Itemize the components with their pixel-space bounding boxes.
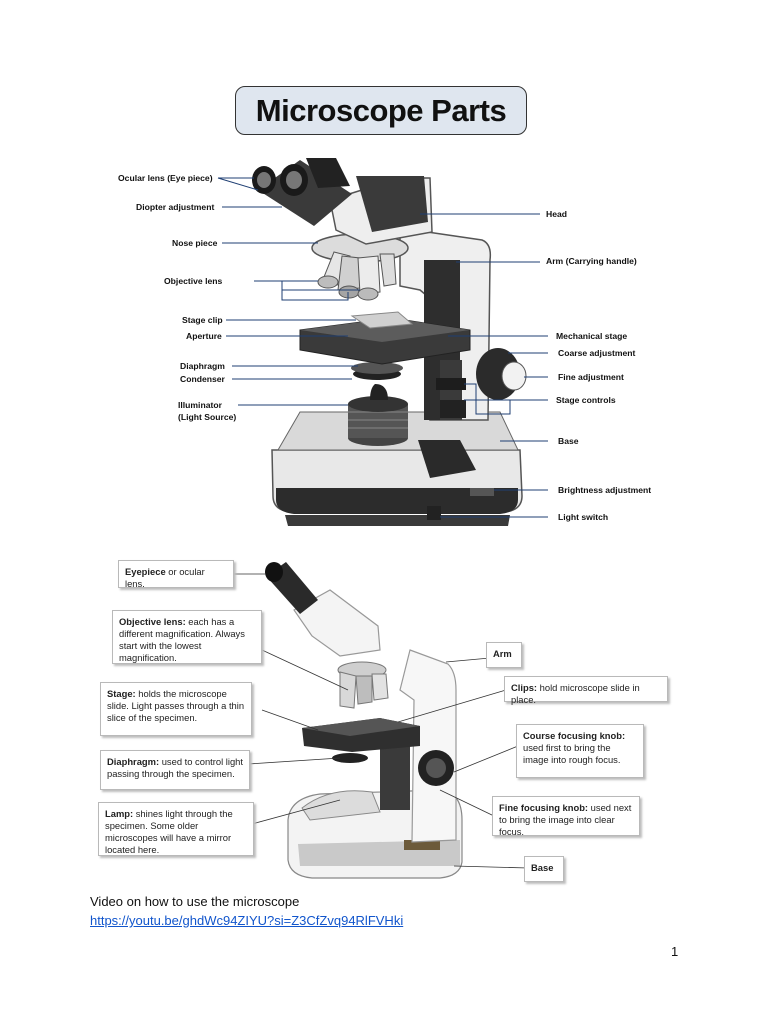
callout-arm: Arm	[486, 642, 522, 668]
callout-lamp-text: shines light through the specimen. Some …	[105, 808, 233, 855]
callout-objective-text: each has a different magnification. Alwa…	[119, 616, 245, 663]
label-objective-lens: Objective lens	[164, 276, 223, 286]
callout-course-text: used first to bring the image into rough…	[523, 742, 621, 765]
callout-stage-title: Stage:	[107, 688, 136, 699]
page-title: Microscope Parts	[255, 92, 507, 128]
label-base: Base	[558, 436, 579, 446]
label-coarse-adjustment: Coarse adjustment	[558, 348, 636, 358]
label-arm: Arm (Carrying handle)	[546, 256, 637, 266]
label-diopter-adjustment: Diopter adjustment	[136, 202, 215, 212]
callout-stage: Stage: holds the microscope slide. Light…	[100, 682, 252, 736]
label-illuminator: Illuminator	[178, 400, 222, 410]
labeled-microscope-illustration	[217, 158, 548, 526]
label-stage-controls: Stage controls	[556, 395, 616, 405]
label-stage-clip: Stage clip	[182, 315, 223, 325]
callout-clips-title: Clips:	[511, 682, 538, 693]
label-brightness-adjustment: Brightness adjustment	[558, 485, 652, 495]
callout-arm-title: Arm	[493, 648, 512, 659]
callout-diaphragm: Diaphragm: used to control light passing…	[100, 750, 250, 790]
label-condenser: Condenser	[180, 374, 225, 384]
label-ocular-lens: Ocular lens (Eye piece)	[118, 173, 213, 183]
callout-eyepiece-title: Eyepiece	[125, 566, 166, 577]
callout-eyepiece: Eyepiece or ocular lens.	[118, 560, 234, 589]
callout-eyepiece-text: or ocular lens.	[125, 566, 205, 589]
video-link[interactable]: https://youtu.be/ghdWc94ZIYU?si=Z3CfZvq9…	[90, 913, 404, 928]
callout-course-focusing-knob: Course focusing knob: used first to brin…	[516, 724, 644, 778]
label-diaphragm: Diaphragm	[180, 361, 225, 371]
page-number: 1	[671, 944, 679, 959]
callout-objective-title: Objective lens:	[119, 616, 186, 627]
callout-objective-lens: Objective lens: each has a different mag…	[112, 610, 262, 664]
callout-lamp: Lamp: shines light through the specimen.…	[98, 802, 254, 856]
callout-base: Base	[524, 856, 564, 882]
label-light-switch: Light switch	[558, 512, 609, 522]
label-fine-adjustment: Fine adjustment	[558, 372, 624, 382]
label-head: Head	[546, 209, 568, 219]
callout-fine-title: Fine focusing knob:	[499, 802, 589, 813]
callout-diaphragm-text: used to control light passing through th…	[107, 756, 243, 779]
label-mechanical-stage: Mechanical stage	[556, 331, 628, 341]
callout-lamp-title: Lamp:	[105, 808, 134, 819]
callout-diaphragm-title: Diaphragm:	[107, 756, 160, 767]
callout-base-title: Base	[531, 862, 554, 873]
label-nose-piece: Nose piece	[172, 238, 218, 248]
video-caption: Video on how to use the microscope	[90, 894, 300, 909]
callout-clips: Clips: hold microscope slide in place.	[504, 676, 668, 705]
label-aperture: Aperture	[186, 331, 222, 341]
callout-stage-text: holds the microscope slide. Light passes…	[107, 688, 245, 723]
callout-fine-text: used next to bring the image into clear …	[499, 802, 632, 837]
callout-clips-text: hold microscope slide in place.	[511, 682, 640, 705]
callout-fine-focusing-knob: Fine focusing knob: used next to bring t…	[492, 796, 640, 837]
title-box: Microscope Parts	[235, 86, 527, 135]
label-light-source: (Light Source)	[178, 412, 237, 422]
callout-course-title: Course focusing knob:	[523, 730, 626, 741]
